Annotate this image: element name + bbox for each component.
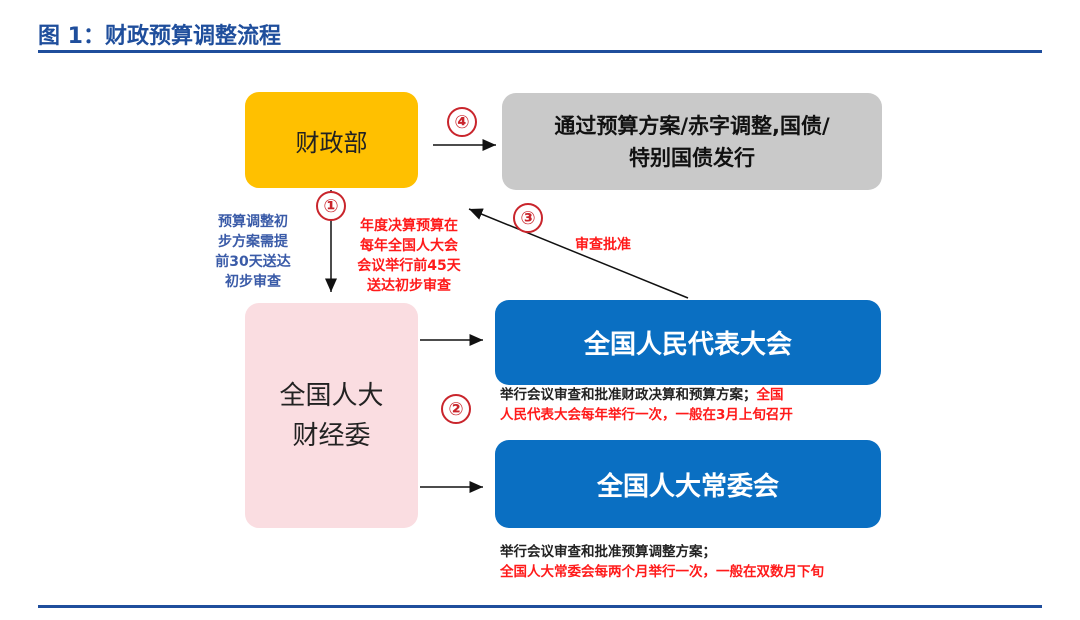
note-line: 预算调整初 <box>218 214 288 230</box>
npcsc-description: 举行会议审查和批准预算调整方案； 全国人大常委会每两个月举行一次，一般在双数月下… <box>500 542 900 582</box>
npc-desc-black: 举行会议审查和批准财政决算和预算方案； <box>500 387 757 403</box>
step-2-badge: ② <box>441 394 471 424</box>
approval-line-2: 特别国债发行 <box>628 145 755 170</box>
npc-desc-red-b: 人民代表大会每年举行一次，一般在3月上旬召开 <box>500 407 793 423</box>
bottom-divider <box>38 605 1042 608</box>
npcsc-desc-black: 举行会议审查和批准预算调整方案； <box>500 544 716 560</box>
note-line: 年度决算预算在 <box>360 218 458 234</box>
committee-line-1: 全国人大 <box>279 380 384 411</box>
npcsc-box: 全国人大常委会 <box>495 440 881 528</box>
step-4-badge: ④ <box>447 107 477 137</box>
npcsc-desc-red: 全国人大常委会每两个月举行一次，一般在双数月下旬 <box>500 564 824 580</box>
top-divider <box>38 50 1042 53</box>
advance-30-days-note: 预算调整初 步方案需提 前30天送达 初步审查 <box>203 212 303 292</box>
review-approve-label: 审查批准 <box>575 237 631 253</box>
npc-description: 举行会议审查和批准财政决算和预算方案；全国 人民代表大会每年举行一次，一般在3月… <box>500 385 870 425</box>
committee-line-2: 财经委 <box>292 420 371 451</box>
advance-45-days-note: 年度决算预算在 每年全国人大会 会议举行前45天 送达初步审查 <box>346 216 472 296</box>
step-3-badge: ③ <box>513 203 543 233</box>
financial-committee-box: 全国人大财经委 <box>245 303 418 528</box>
approval-line-1: 通过预算方案/赤字调整,国债/ <box>554 113 830 138</box>
note-line: 前30天送达 <box>215 254 291 270</box>
note-line: 步方案需提 <box>218 234 288 250</box>
ministry-of-finance-box: 财政部 <box>245 92 418 188</box>
npc-box: 全国人民代表大会 <box>495 300 881 385</box>
note-line: 每年全国人大会 <box>360 238 458 254</box>
step-1-badge: ① <box>316 191 346 221</box>
note-line: 送达初步审查 <box>367 278 451 294</box>
note-line: 初步审查 <box>225 274 281 290</box>
arrow-step3 <box>468 208 689 299</box>
figure-title: 图 1：财政预算调整流程 <box>38 24 281 49</box>
npc-desc-red-a: 全国 <box>756 387 784 403</box>
approval-outcome-box: 通过预算方案/赤字调整,国债/特别国债发行 <box>502 93 882 190</box>
note-line: 会议举行前45天 <box>357 258 461 274</box>
